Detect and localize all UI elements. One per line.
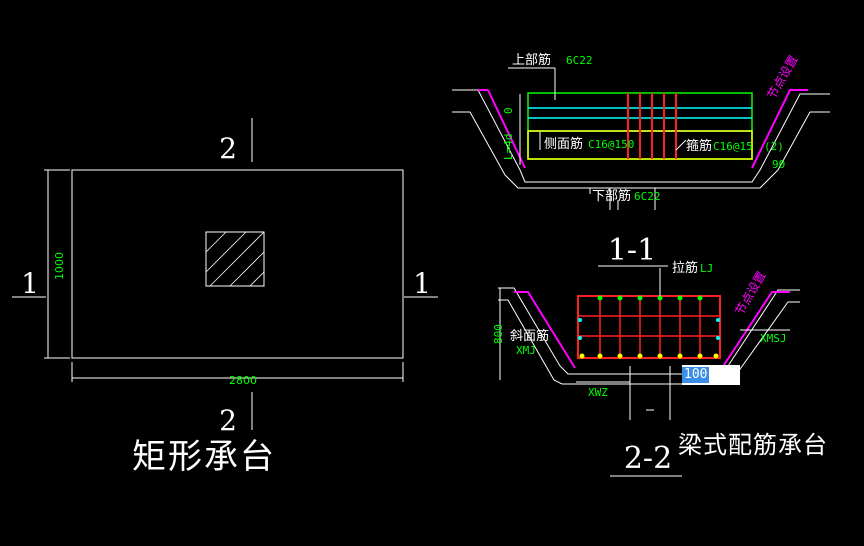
height-formula: L=4d <box>502 134 515 161</box>
dimension-edit-input[interactable]: 100 <box>682 365 740 385</box>
section-1-1: 上部筋 6C22 侧面筋 C16@150 箍筋 C16@15 (2) 90 下部… <box>452 52 830 268</box>
section-mark-bottom: 2 <box>219 404 237 437</box>
width-dim-label: 2800 <box>229 374 257 387</box>
bottom-bar-label: 下部筋 <box>592 188 631 204</box>
node-label-2: 节点设置 <box>732 269 768 318</box>
tie-label: 拉筋 <box>672 260 698 276</box>
height-zero: 0 <box>502 107 515 114</box>
plan-view: 1000 2800 2 2 1 1 矩形承台 <box>12 118 438 477</box>
height-dim-800: 800 <box>492 324 505 344</box>
section-1-1-title: 1-1 <box>608 233 656 268</box>
section-2-2: 800 XWZ 拉筋 LJ 斜面筋 XMJ XMSJ 节点设置 2-2 <box>492 260 800 477</box>
section-mark-top: 2 <box>219 132 237 165</box>
stirrup-value-tail: (2) <box>764 140 784 153</box>
column-hatch <box>205 231 265 287</box>
beam-cap-title: 梁式配筋承台 <box>678 431 828 459</box>
xwz-label: XWZ <box>588 386 608 399</box>
slope-value: XMJ <box>516 344 536 357</box>
angle-label: 90 <box>772 158 785 171</box>
xmsj-label: XMSJ <box>760 332 787 345</box>
tie-value: LJ <box>700 262 713 275</box>
stirrup-label: 箍筋 <box>686 138 712 154</box>
bottom-bar-value: 6C22 <box>634 190 661 203</box>
section-2-2-title: 2-2 <box>624 441 672 476</box>
width-dimension <box>71 362 404 382</box>
plan-title: 矩形承台 <box>132 437 276 477</box>
top-bar-label: 上部筋 <box>512 52 551 68</box>
dimension-edit-value: 100 <box>682 367 710 383</box>
cap-outline <box>71 169 404 359</box>
side-bar-value: C16@150 <box>588 138 634 151</box>
height-dimension <box>44 169 70 359</box>
node-label-1: 节点设置 <box>764 53 800 102</box>
side-bar-label: 侧面筋 <box>544 136 583 152</box>
stirrup-value: C16@15 <box>713 140 753 153</box>
height-dim-label: 1000 <box>53 252 66 280</box>
section-mark-right: 1 <box>413 267 431 300</box>
top-bar-value: 6C22 <box>566 54 593 67</box>
hatch-lines <box>205 231 265 287</box>
section-mark-left: 1 <box>21 267 39 300</box>
slope-label: 斜面筋 <box>510 328 549 344</box>
